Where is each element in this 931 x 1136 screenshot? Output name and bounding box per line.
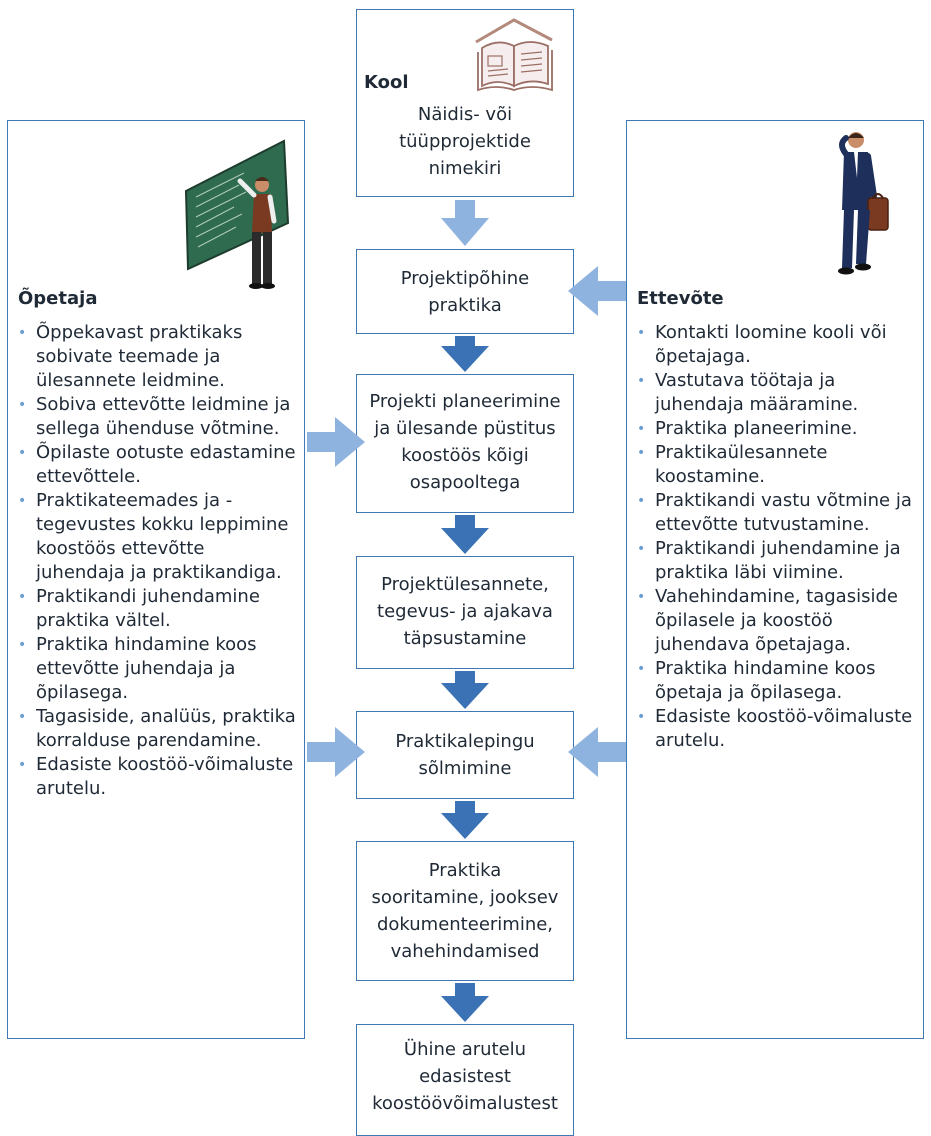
teacher-item: Õpilaste ootuste edastamine ettevõttele. <box>14 441 296 489</box>
company-box: Ettevõte Kontakti loomine kooli või õpet… <box>626 120 924 1039</box>
teacher-responsibilities-list: Õppekavast praktikaks sobivate teemade j… <box>14 321 296 801</box>
flow-step-6-text: Ühine arutelu edasistest koostöövõimalus… <box>372 1039 558 1114</box>
arrow-step1-to-step2 <box>441 336 489 372</box>
teacher-title: Õpetaja <box>18 288 98 309</box>
arrow-step5-to-step6 <box>441 983 489 1022</box>
teacher-item: Edasiste koostöö-võimaluste arutelu. <box>14 753 296 801</box>
flow-step-4: Praktikalepingu sõlmimine <box>356 711 574 799</box>
teacher-item: Õppekavast praktikaks sobivate teemade j… <box>14 321 296 393</box>
teacher-item: Sobiva ettevõtte leidmine ja sellega ühe… <box>14 393 296 441</box>
company-item: Praktika hindamine koos õpetaja ja õpila… <box>633 657 915 705</box>
company-item: Kontakti loomine kooli või õpetajaga. <box>633 321 915 369</box>
school-title: Kool <box>364 72 409 93</box>
teacher-item: Praktikandi juhendamine praktika vältel. <box>14 585 296 633</box>
company-title: Ettevõte <box>637 288 724 309</box>
flow-step-4-text: Praktikalepingu sõlmimine <box>395 731 535 779</box>
school-text: Näidis- või tüüpprojektide nimekiri <box>399 104 531 179</box>
teacher-at-chalkboard-icon <box>184 139 290 289</box>
school-box: Kool Näidis- või tüüpprojektide nimekiri <box>356 9 574 197</box>
arrow-step2-to-step3 <box>441 515 489 554</box>
teacher-item: Praktikateemades ja -tegevustes kokku le… <box>14 489 296 585</box>
teacher-item: Praktika hindamine koos ettevõtte juhend… <box>14 633 296 705</box>
teacher-item: Tagasiside, analüüs, praktika korralduse… <box>14 705 296 753</box>
company-item: Edasiste koostöö-võimaluste arutelu. <box>633 705 915 753</box>
arrow-company-to-step4 <box>568 727 626 777</box>
flow-step-5-text: Praktika sooritamine, jooksev dokumentee… <box>371 860 559 962</box>
company-item: Praktikaülesannete koostamine. <box>633 441 915 489</box>
company-item: Vastutava töötaja ja juhendaja määramine… <box>633 369 915 417</box>
flow-step-5: Praktika sooritamine, jooksev dokumentee… <box>356 841 574 981</box>
flow-step-1-text: Projektipõhine praktika <box>400 268 530 316</box>
arrow-step4-to-step5 <box>441 801 489 839</box>
businessman-icon <box>838 132 889 275</box>
flow-step-2: Projekti planeerimine ja ülesande püstit… <box>356 374 574 513</box>
arrow-teacher-to-step4 <box>307 727 365 777</box>
open-book-icon <box>475 18 553 92</box>
company-item: Praktikandi juhendamine ja praktika läbi… <box>633 537 915 585</box>
company-item: Vahehindamine, tagasiside õpilasele ja k… <box>633 585 915 657</box>
flow-step-2-text: Projekti planeerimine ja ülesande püstit… <box>369 391 561 493</box>
flow-step-3: Projektülesannete, tegevus- ja ajakava t… <box>356 556 574 669</box>
arrow-step3-to-step4 <box>441 671 489 709</box>
company-item: Praktika planeerimine. <box>633 417 915 441</box>
flow-step-6: Ühine arutelu edasistest koostöövõimalus… <box>356 1024 574 1136</box>
company-responsibilities-list: Kontakti loomine kooli või õpetajaga.Vas… <box>633 321 915 753</box>
arrow-company-to-step1 <box>568 266 626 316</box>
company-item: Praktikandi vastu võtmine ja ettevõtte t… <box>633 489 915 537</box>
flow-step-1: Projektipõhine praktika <box>356 249 574 334</box>
arrow-teacher-to-step2 <box>307 417 365 467</box>
arrow-school-to-step1 <box>441 200 489 246</box>
flow-step-3-text: Projektülesannete, tegevus- ja ajakava t… <box>377 574 553 649</box>
